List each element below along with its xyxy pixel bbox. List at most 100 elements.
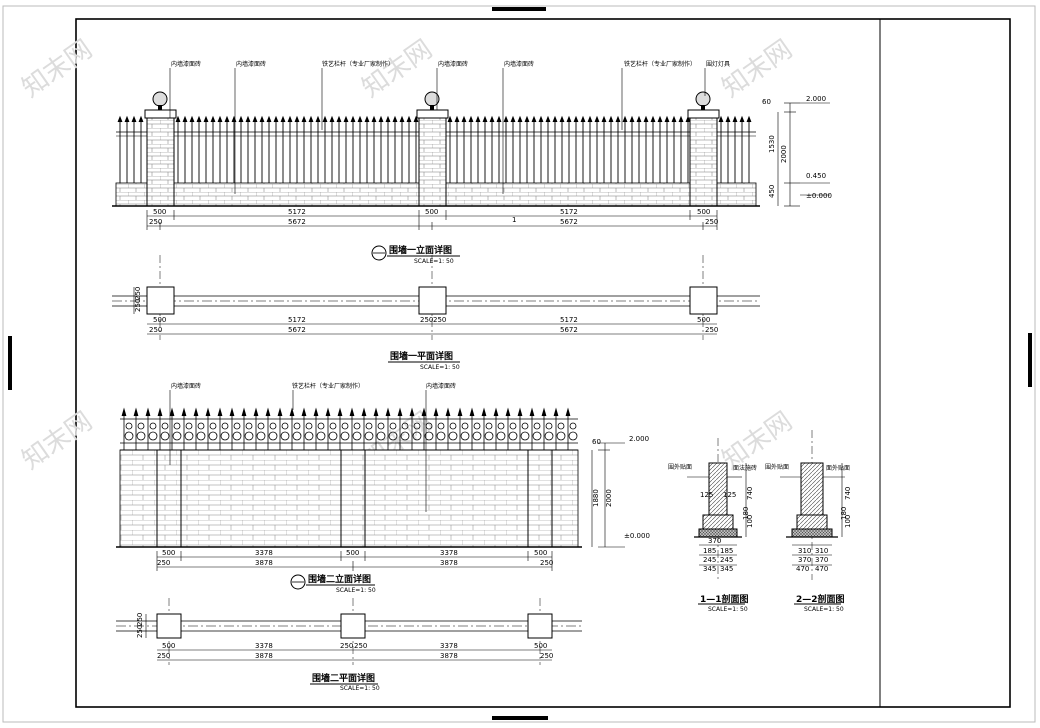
ornament-scroll: [424, 431, 434, 441]
fence-spike: [313, 407, 319, 417]
section-mark: 1: [512, 216, 516, 224]
ornament-scroll: [221, 422, 229, 430]
drawing-title: 围墙二平面详图: [312, 672, 375, 684]
dim-value: 1880: [592, 489, 600, 507]
fence-spike: [245, 115, 251, 123]
dim-value: 500: [697, 316, 710, 324]
ornament-scroll: [365, 422, 373, 430]
fence-spike: [657, 115, 663, 123]
ornament-scroll: [316, 431, 326, 441]
fence-spike: [322, 115, 328, 123]
fence-spike: [175, 115, 181, 123]
dim-value: 2000: [605, 489, 613, 507]
fence-spike: [181, 407, 187, 417]
fence-spike: [259, 115, 265, 123]
ornament-scroll: [353, 422, 361, 430]
drawing-title: 围墙二立面详图: [308, 573, 371, 585]
iron-fence-bars: [117, 115, 752, 183]
fence-spike: [629, 115, 635, 123]
wall2-plan-title: 围墙二平面详图 SCALE=1: 50: [310, 672, 380, 692]
ornament-scroll: [521, 422, 529, 430]
dim-value: 345: [703, 565, 716, 573]
wall1-plan-dims: 250 250 500 5172 250 250 5172 500 250 56…: [134, 287, 718, 334]
fence-spike: [361, 407, 367, 417]
fence-spike: [496, 115, 502, 123]
fence-spike: [671, 115, 677, 123]
fence-spike: [580, 115, 586, 123]
fence-spike: [559, 115, 565, 123]
ornament-scroll: [532, 431, 542, 441]
fence-spike: [529, 407, 535, 417]
fence-spike: [538, 115, 544, 123]
level-marker: 2.000: [629, 435, 649, 443]
wall2-dimension-lines: [156, 442, 625, 571]
fence-spike: [454, 115, 460, 123]
wall1-plan: [112, 255, 760, 340]
fence-spike: [357, 115, 363, 123]
fence-spike: [718, 115, 724, 123]
fence-spike: [308, 115, 314, 123]
ornament-scroll: [257, 422, 265, 430]
leader-label: 围灯灯具: [706, 60, 730, 68]
fence-spike: [587, 115, 593, 123]
ornament-scroll: [232, 431, 242, 441]
dim-value: 250: [134, 287, 142, 300]
ornament-scroll: [352, 431, 362, 441]
ornament-scroll: [245, 422, 253, 430]
fence-spike: [457, 407, 463, 417]
wall1-plan-title: 围墙一平面详图 SCALE=1: 50: [388, 350, 460, 371]
section-label: 围外贴面: [765, 463, 789, 471]
ornament-scroll: [472, 431, 482, 441]
section-1-1-text: 围外贴面 面法施砖 125 125 740 100 180 370 185 18…: [668, 463, 757, 613]
ornament-scroll: [317, 422, 325, 430]
section-2-2-text: 围外贴面 面外贴面 740 100 180 310 310 370 370 47…: [765, 463, 852, 613]
leader-label: 铁艺栏杆（专业厂家制作）: [322, 60, 394, 68]
dim-value: 100: [746, 515, 754, 528]
ornament-scroll: [520, 431, 530, 441]
fence-spike: [133, 407, 139, 417]
ornament-scroll: [412, 431, 422, 441]
fence-spike: [553, 407, 559, 417]
fence-spike: [541, 407, 547, 417]
fence-spike: [182, 115, 188, 123]
fence-spike: [315, 115, 321, 123]
ornament-scroll: [460, 431, 470, 441]
fence-spike: [445, 407, 451, 417]
dim-value: 250: [705, 218, 718, 226]
dim-value: 500: [697, 208, 710, 216]
dim-value: 450: [768, 185, 776, 198]
dim-value: 5672: [560, 218, 578, 226]
fence-spike: [277, 407, 283, 417]
fence-spike: [510, 115, 516, 123]
dim-value: 250: [340, 642, 353, 650]
dim-value: 370: [815, 556, 828, 564]
ornament-scroll: [400, 431, 410, 441]
dim-value: 250: [134, 299, 142, 312]
ornament-scroll: [388, 431, 398, 441]
dim-value: 3878: [255, 652, 273, 660]
sheet-frame: [2, 5, 1036, 723]
fence-spike: [746, 115, 752, 123]
fence-spike: [482, 115, 488, 123]
leader-label: 内墙漆面砖: [438, 60, 468, 68]
fence-spike: [294, 115, 300, 123]
fence-spike: [601, 115, 607, 123]
fence-spike: [280, 115, 286, 123]
drawing-title: 2—2剖面图: [796, 593, 845, 605]
drawing-scale: SCALE=1: 50: [420, 364, 460, 371]
ornament-scroll: [341, 422, 349, 430]
fence-spike: [447, 115, 453, 123]
ornament-scroll: [568, 431, 578, 441]
fence-spike: [329, 115, 335, 123]
fence-spike: [650, 115, 656, 123]
fence-spike: [224, 115, 230, 123]
fence-spike: [337, 407, 343, 417]
fence-spike: [481, 407, 487, 417]
ornament-scroll: [172, 431, 182, 441]
fence-spike: [193, 407, 199, 417]
fence-spike: [524, 115, 530, 123]
fence-spike: [229, 407, 235, 417]
dim-value: 250: [149, 326, 162, 334]
fence-spike: [145, 407, 151, 417]
